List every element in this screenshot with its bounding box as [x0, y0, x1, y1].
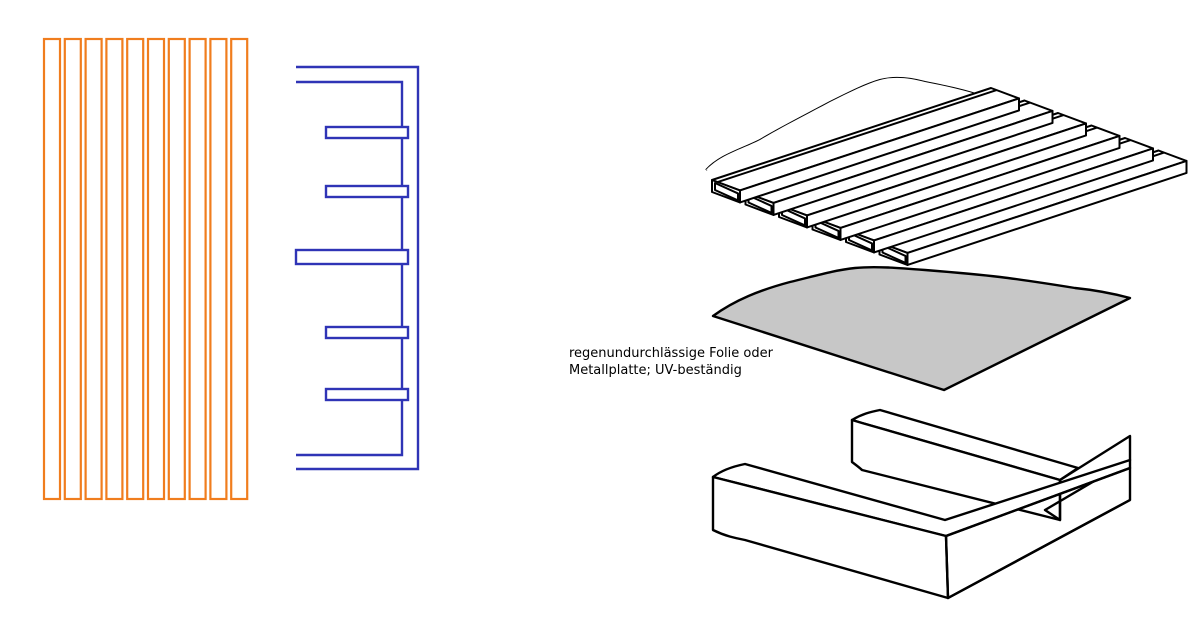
- profile-crossbar-wide: [294, 248, 410, 266]
- front-slat: [230, 37, 249, 501]
- deck-board-end-inner: [714, 182, 739, 202]
- side-profile-section: [294, 65, 420, 471]
- profile-outer-frame: [296, 65, 420, 471]
- front-beam-front: [711, 475, 950, 600]
- front-slat: [188, 37, 207, 501]
- front-beam-lower-edge: [947, 498, 1131, 600]
- profile-crossbar: [324, 184, 410, 199]
- profile-crossbar: [324, 387, 410, 402]
- front-slat: [84, 37, 103, 501]
- front-slat: [167, 37, 186, 501]
- front-slat: [209, 37, 228, 501]
- front-slat: [105, 37, 124, 501]
- membrane-sheet: [711, 265, 1132, 392]
- deck-board-groove: [717, 89, 997, 184]
- deck-boards-layer: [705, 76, 1188, 266]
- annotation-line-2: Metallplatte; UV-beständig: [569, 363, 742, 378]
- substructure-layer: [711, 408, 1132, 600]
- front-slat: [42, 37, 62, 501]
- profile-crossbar: [324, 325, 410, 340]
- profile-inner-frame: [296, 80, 404, 457]
- front-elevation-slats: [42, 37, 249, 501]
- membrane-annotation: regenundurchlässige Folie oder Metallpla…: [569, 345, 829, 379]
- annotation-line-1: regenundurchlässige Folie oder: [569, 346, 773, 361]
- profile-crossbar: [324, 125, 410, 140]
- side-rail-top: [1043, 434, 1132, 522]
- front-slat: [146, 37, 166, 501]
- front-slat: [63, 37, 82, 501]
- membrane-layer: [711, 265, 1132, 392]
- front-slat: [126, 37, 145, 501]
